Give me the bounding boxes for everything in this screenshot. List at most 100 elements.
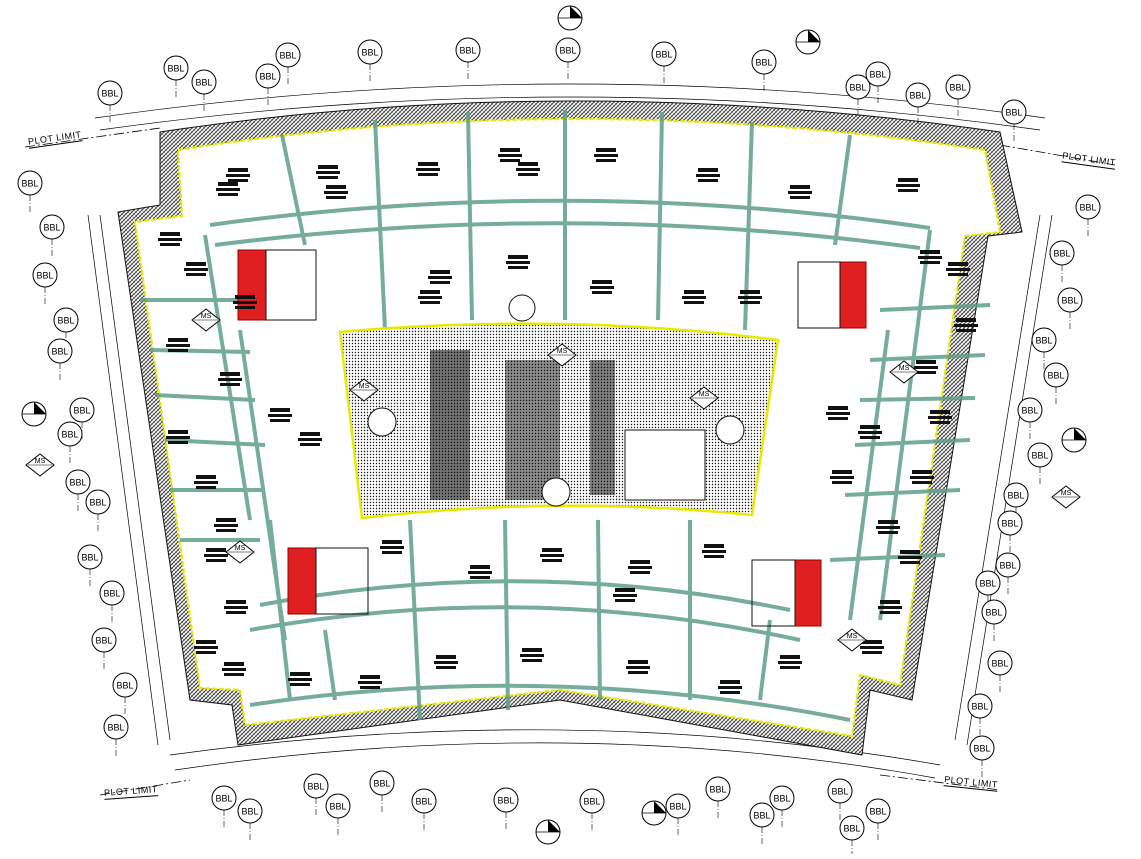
grid-bubble: BBL	[705, 776, 731, 819]
grid-bubble-label: BBL	[215, 794, 232, 804]
room-tag	[946, 262, 970, 276]
grid-bubble-label: BBL	[73, 406, 90, 416]
grid-bubble: BBL	[57, 421, 83, 464]
grid-bubble-label: BBL	[95, 636, 112, 646]
room-tag	[826, 406, 850, 420]
room-tag	[268, 408, 292, 422]
room-tag	[520, 648, 544, 662]
beam-line	[154, 393, 256, 402]
grid-bubble-label: BBL	[107, 723, 124, 733]
room-tag	[506, 255, 530, 269]
grid-bubble-label: BBL	[373, 779, 390, 789]
grid-bubble: BBL	[1031, 327, 1057, 370]
grid-bubble: BBL	[1001, 99, 1027, 142]
room-tag	[876, 520, 900, 534]
grid-bubble-label: BBL	[415, 797, 432, 807]
grid-bubble-label: BBL	[1031, 451, 1048, 461]
section-marker: MS	[349, 378, 379, 402]
section-marker-label: MS	[1061, 490, 1072, 497]
section-marker: MS	[689, 386, 719, 410]
room-tag	[918, 250, 942, 264]
grid-bubble: BBL	[865, 61, 891, 104]
room-tag	[418, 290, 442, 304]
beam-line	[323, 629, 337, 701]
grid-bubble: BBL	[845, 74, 871, 117]
beam-line	[149, 348, 251, 354]
grid-bubble: BBL	[455, 37, 481, 80]
grid-bubble: BBL	[211, 785, 237, 828]
room-tag	[158, 232, 182, 246]
room-tag	[718, 680, 742, 694]
grid-bubble-label: BBL	[57, 316, 74, 326]
grid-bubble-label: BBL	[831, 787, 848, 797]
room-tags	[158, 148, 978, 694]
room-tag	[214, 518, 238, 532]
grid-bubble: BBL	[1043, 362, 1069, 405]
grid-bubble-label: BBL	[259, 72, 276, 82]
grid-bubble: BBL	[769, 785, 795, 828]
grid-bubble-label: BBL	[1061, 296, 1078, 306]
beam-line	[503, 519, 510, 711]
grid-bubble: BBL	[1017, 397, 1043, 440]
central-atrium	[338, 294, 780, 520]
room-tag	[358, 675, 382, 689]
room-tag	[738, 290, 762, 304]
grid-bubble: BBL	[303, 773, 329, 816]
section-head-symbol	[21, 401, 47, 427]
beam-line	[209, 198, 931, 230]
beam-line	[373, 119, 387, 331]
section-head-symbol	[535, 819, 561, 845]
grid-bubble-label: BBL	[1079, 203, 1096, 213]
grid-bubble-label: BBL	[1053, 249, 1070, 259]
beam-line	[596, 519, 602, 701]
room-tag	[166, 430, 190, 444]
grid-bubble: BBL	[255, 63, 281, 106]
grid-bubble: BBL	[103, 714, 129, 757]
room-tag	[216, 182, 240, 196]
section-head-symbol	[795, 29, 821, 55]
grid-bubble-label: BBL	[241, 807, 258, 817]
grid-bubble: BBL	[967, 693, 993, 736]
grid-bubble-label: BBL	[869, 807, 886, 817]
grid-bubble-label: BBL	[755, 58, 772, 68]
grid-bubble: BBL	[905, 82, 931, 125]
grid-bubble: BBL	[945, 74, 971, 117]
beam-line	[656, 111, 664, 321]
beam-line	[844, 488, 961, 497]
beam-line	[879, 303, 991, 312]
grid-bubble: BBL	[997, 510, 1023, 553]
grid-bubble-label: BBL	[709, 785, 726, 795]
grid-bubble: BBL	[969, 735, 995, 778]
grid-bubble: BBL	[1049, 240, 1075, 283]
grid-bubble-label: BBL	[669, 802, 686, 812]
room-tag	[288, 672, 312, 686]
grid-bubble: BBL	[97, 80, 123, 123]
grid-bubble: BBL	[85, 489, 111, 532]
grid-bubble: BBL	[987, 650, 1013, 693]
grid-bubble-label: BBL	[1005, 108, 1022, 118]
grid-bubble: BBL	[65, 469, 91, 512]
section-marker: MS	[837, 628, 867, 652]
section-head-symbol	[1061, 427, 1087, 453]
grid-bubble: BBL	[47, 338, 73, 381]
grid-bubble: BBL	[99, 580, 125, 623]
grid-bubble-label: BBL	[361, 48, 378, 58]
grid-bubble-label: BBL	[1001, 519, 1018, 529]
grid-bubble: BBL	[77, 544, 103, 587]
grid-bubble-label: BBL	[979, 579, 996, 589]
beam-line	[259, 579, 791, 612]
room-tag	[858, 425, 882, 439]
beam-line	[743, 121, 754, 331]
grid-bubble-label: BBL	[1035, 336, 1052, 346]
grid-bubble-label: BBL	[101, 89, 118, 99]
grid-bubble: BBL	[191, 69, 217, 112]
grid-bubble: BBL	[651, 41, 677, 84]
room-tag	[860, 640, 884, 654]
beam-grid	[140, 110, 991, 722]
beam-line	[848, 329, 890, 621]
grid-bubble: BBL	[1075, 194, 1101, 237]
grid-bubble-label: BBL	[279, 51, 296, 61]
grid-bubble: BBL	[975, 570, 1001, 613]
